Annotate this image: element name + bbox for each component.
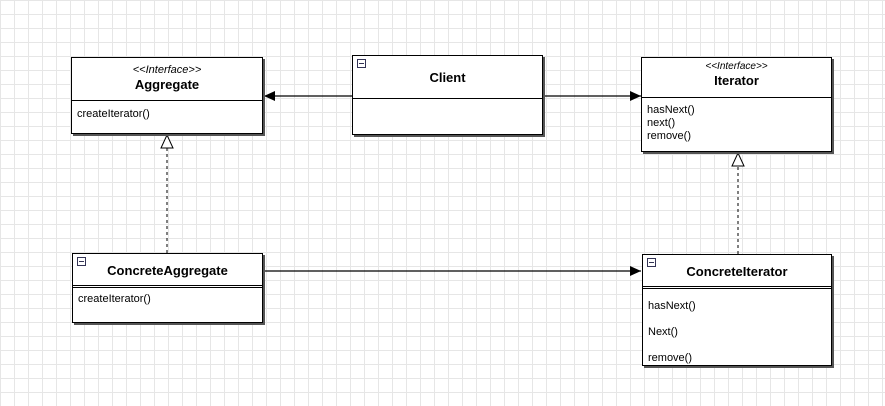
iterator-realization-arrowhead <box>731 151 745 167</box>
client-name: Client <box>429 70 466 85</box>
iterator-operation: next() <box>647 117 676 129</box>
aggregate-operation: createIterator() <box>77 108 150 120</box>
iterator-header: <<Interface>> Iterator <box>642 58 831 98</box>
collapse-icon[interactable] <box>77 257 86 266</box>
iterator-operation: hasNext() <box>647 104 695 116</box>
aggregate-header: <<Interface>> Aggregate <box>72 58 262 101</box>
client-class-box[interactable]: Client <box>352 55 543 135</box>
concreteaggregate-operation: createIterator() <box>78 293 151 305</box>
concreteiterator-operation: hasNext() <box>648 300 696 312</box>
aggregate-class-box[interactable]: <<Interface>> Aggregate createIterator() <box>71 57 263 134</box>
iterator-name: Iterator <box>714 73 759 88</box>
concreteaggregate-class-box[interactable]: ConcreteAggregate createIterator() <box>72 253 263 323</box>
concreteaggregate-operations: createIterator() <box>73 293 262 306</box>
collapse-icon[interactable] <box>357 59 366 68</box>
aggregate-operations: createIterator() <box>72 108 262 121</box>
concreteaggregate-header: ConcreteAggregate <box>73 254 262 288</box>
aggregate-realization-arrowhead <box>160 133 174 149</box>
concreteiterator-operations: hasNext() Next() remove() <box>643 293 831 371</box>
iterator-operation: remove() <box>647 130 692 142</box>
aggregate-stereotype: <<Interface>> <box>132 64 202 76</box>
iterator-stereotype: <<Interface>> <box>705 61 768 72</box>
concreteiterator-header: ConcreteIterator <box>643 255 831 289</box>
aggregate-name: Aggregate <box>134 77 200 92</box>
collapse-icon[interactable] <box>647 258 656 267</box>
iterator-operations: hasNext() next() remove() <box>642 104 831 143</box>
client-header: Client <box>353 56 542 99</box>
iterator-class-box[interactable]: <<Interface>> Iterator hasNext() next() … <box>641 57 832 152</box>
concreteaggregate-name: ConcreteAggregate <box>107 263 228 278</box>
concreteiterator-operation: Next() <box>648 326 678 338</box>
concreteiterator-operation: remove() <box>648 352 693 364</box>
concreteiterator-class-box[interactable]: ConcreteIterator hasNext() Next() remove… <box>642 254 832 366</box>
concreteiterator-name: ConcreteIterator <box>686 264 788 279</box>
